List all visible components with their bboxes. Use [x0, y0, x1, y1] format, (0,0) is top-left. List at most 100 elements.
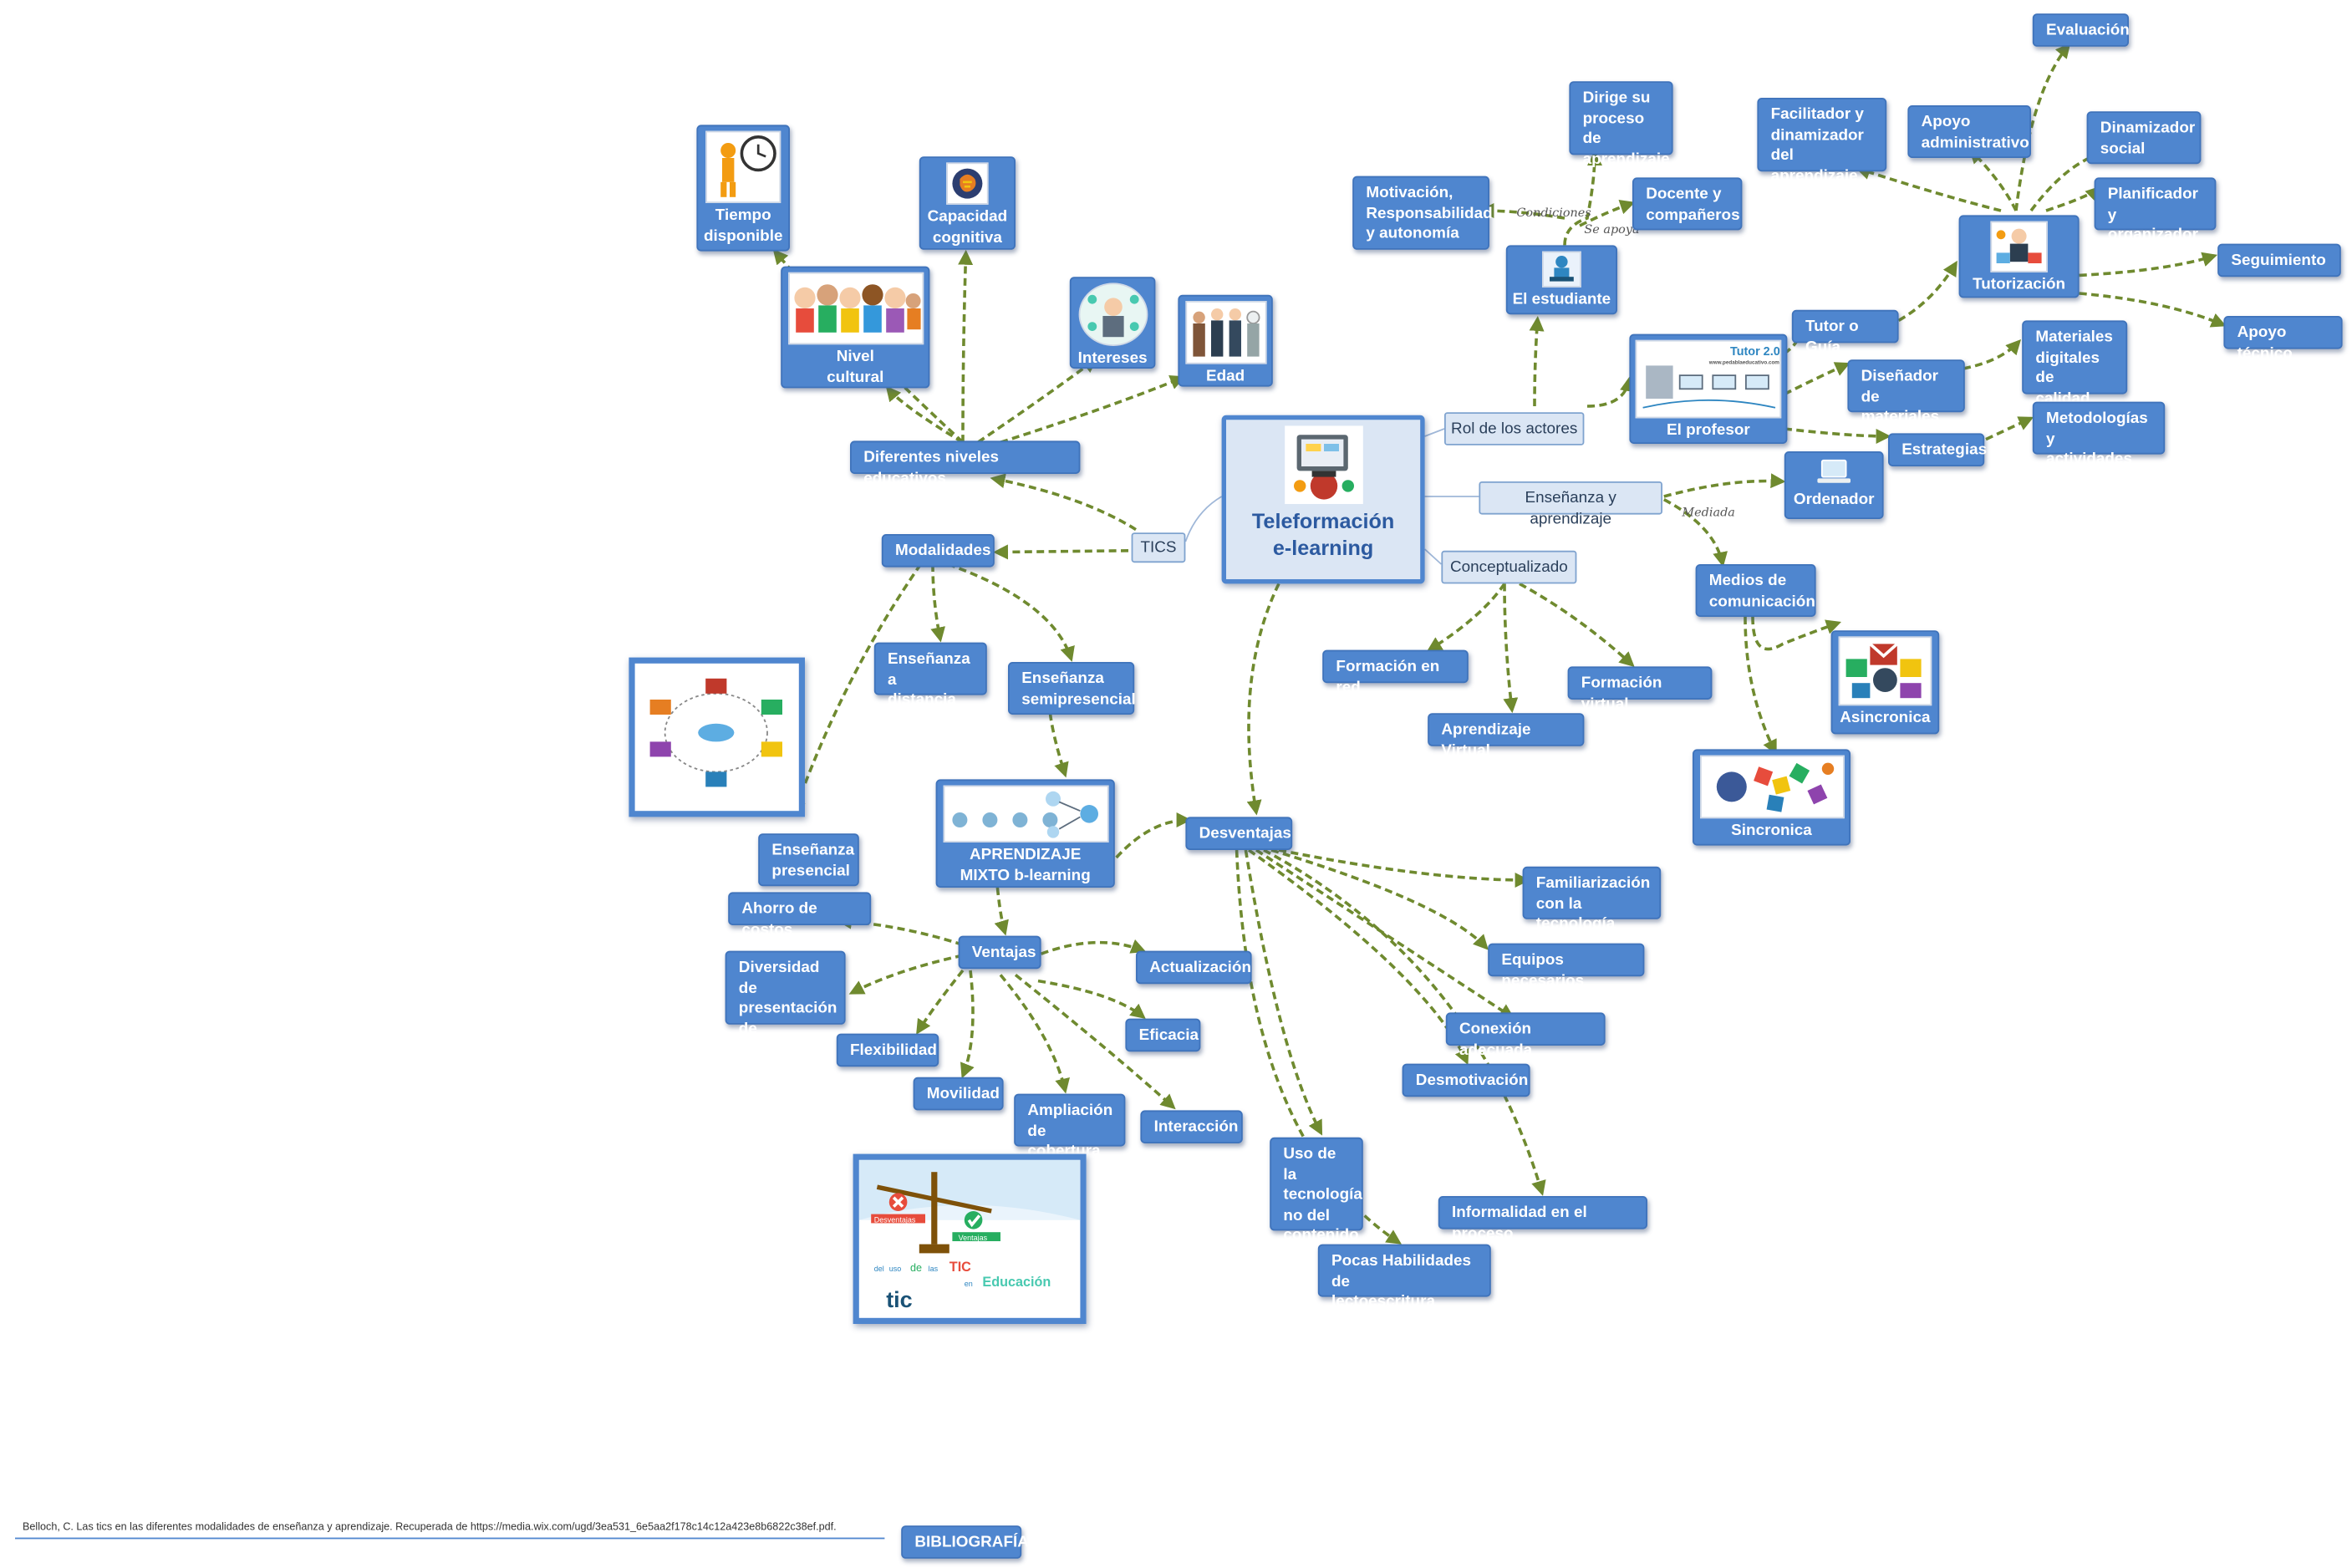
- planner-node[interactable]: Planificador y organizador: [2094, 177, 2217, 244]
- concept-virtual-learning[interactable]: Aprendizaje Virtual: [1428, 713, 1585, 759]
- support-label: Se apoya: [1584, 222, 1640, 237]
- advantages-node[interactable]: Ventajas: [958, 935, 1041, 970]
- branch-concept[interactable]: Conceptualizado: [1441, 550, 1577, 584]
- peers-line2: compañeros: [1646, 205, 1740, 224]
- student-node[interactable]: El estudiante: [1505, 245, 1617, 315]
- followup-node[interactable]: Seguimiento: [2217, 243, 2341, 277]
- distance-node[interactable]: Enseñanza a distancia: [873, 642, 987, 709]
- coverage-line1: Ampliación: [1027, 1101, 1113, 1120]
- motivation-node[interactable]: Motivación, Responsabilidad y autonomía: [1352, 176, 1493, 250]
- methods-line1: Metodologías y: [2046, 409, 2148, 448]
- sync-social-icon: [1699, 755, 1844, 819]
- sync-node[interactable]: Sincronica: [1693, 749, 1851, 846]
- bibliography-button[interactable]: BIBLIOGRAFÍA: [901, 1525, 1029, 1559]
- facilitator-node[interactable]: Facilitador y dinamizador del aprendizaj…: [1757, 98, 1887, 185]
- adv-costs[interactable]: Ahorro de costos: [728, 892, 872, 938]
- async-label: Asincronica: [1840, 708, 1931, 727]
- semi-line1: Enseñanza: [1021, 669, 1104, 688]
- media-node[interactable]: Medios de comunicación: [1695, 564, 1816, 617]
- dis-connection[interactable]: Conexión adecuada: [1445, 1012, 1606, 1058]
- dis-literacy[interactable]: Pocas Habilidades de lectoescritura: [1317, 1244, 1491, 1311]
- peers-line1: Docente y: [1646, 185, 1722, 203]
- diversity-line3: de contenidos: [738, 1019, 823, 1058]
- cultural-node[interactable]: Nivel cultural: [781, 266, 930, 389]
- tech-use-line1: Uso de la: [1283, 1144, 1336, 1184]
- illus-word-educacion: Educación: [982, 1275, 1051, 1290]
- peers-node[interactable]: Docente y compañeros: [1632, 177, 1743, 231]
- branch-roles[interactable]: Rol de los actores: [1444, 412, 1585, 445]
- e-learning-illustration: [1284, 425, 1362, 504]
- adv-mobility[interactable]: Movilidad: [913, 1077, 1004, 1111]
- concept-network[interactable]: Formación en red: [1322, 649, 1469, 696]
- methods-node[interactable]: Metodologías y actividades: [2032, 401, 2166, 468]
- modalities-node[interactable]: Modalidades: [881, 534, 995, 568]
- social-node[interactable]: Dinamizador social: [2086, 111, 2202, 165]
- materials-node[interactable]: Materiales digitales de calidad: [2022, 320, 2128, 407]
- cognitive-node[interactable]: Capacidad cognitiva: [919, 156, 1016, 250]
- tech-use-line3: no del: [1283, 1205, 1331, 1224]
- dis-demotivation[interactable]: Desmotivación: [1402, 1063, 1530, 1097]
- illus-adv: Ventajas: [959, 1234, 988, 1242]
- concept-virtual[interactable]: Formación virtual: [1567, 666, 1713, 712]
- tutoring-label: Tutorización: [1973, 275, 2066, 293]
- evaluation-node[interactable]: Evaluación: [2032, 13, 2130, 47]
- presencial-node[interactable]: Enseñanza presencial: [758, 833, 859, 887]
- admin-node[interactable]: Apoyo administrativo: [1907, 105, 2031, 158]
- tic-balance-image: Desventajas Ventajas del uso de las TIC …: [853, 1153, 1087, 1324]
- interests-node[interactable]: Intereses: [1069, 277, 1156, 369]
- dis-informality[interactable]: Informalidad en el proceso: [1438, 1196, 1647, 1242]
- facilitator-line3: del aprendizaje: [1770, 145, 1858, 185]
- children-group-icon: [787, 272, 924, 345]
- materials-line1: Materiales: [2035, 328, 2113, 346]
- interests-icon: [1077, 283, 1148, 346]
- admin-line1: Apoyo: [1921, 113, 1971, 131]
- sync-label: Sincronica: [1731, 821, 1812, 840]
- branch-teaching[interactable]: Enseñanza y aprendizaje: [1479, 481, 1662, 527]
- dis-tech-use[interactable]: Uso de la tecnología no del contenido: [1270, 1137, 1363, 1245]
- strategies-node[interactable]: Estrategias: [1888, 433, 1987, 466]
- semi-node[interactable]: Enseñanza semipresencial: [1008, 662, 1136, 715]
- adv-efficacy[interactable]: Eficacia: [1125, 1018, 1201, 1052]
- branch-tics[interactable]: TICS: [1131, 532, 1186, 563]
- designer-node[interactable]: Diseñador de materiales: [1847, 359, 1965, 425]
- cultural-line2: cultural: [827, 368, 884, 386]
- illus-word-las: las: [929, 1265, 939, 1273]
- facilitator-line1: Facilitador y: [1770, 105, 1864, 124]
- root-title-line1: Teleformación: [1251, 508, 1395, 533]
- directs-node[interactable]: Dirige su proceso de aprendizaje: [1569, 81, 1673, 168]
- social-line1: Dinamizador: [2100, 119, 2196, 137]
- tech-support-node[interactable]: Apoyo técnico: [2223, 316, 2343, 362]
- dis-equipment[interactable]: Equipos necesarios: [1488, 943, 1645, 990]
- blended-node[interactable]: APRENDIZAJE MIXTO b-learning: [935, 779, 1115, 888]
- adv-coverage[interactable]: Ampliación de cobertura: [1014, 1093, 1126, 1160]
- distance-line1: Enseñanza a: [888, 649, 970, 689]
- adv-diversity[interactable]: Diversidad de presentación de contenidos: [725, 950, 846, 1057]
- cognitive-line2: cognitiva: [932, 227, 1002, 247]
- tutor-banner-image: Tutor 2.0 www.pedablaeducativo.com: [1635, 339, 1782, 419]
- async-node[interactable]: Asincronica: [1830, 630, 1940, 735]
- blended-diagram-icon: [942, 785, 1108, 843]
- disadvantages-node[interactable]: Desventajas: [1185, 817, 1293, 850]
- adv-flex[interactable]: Flexibilidad: [836, 1033, 939, 1067]
- adv-interaction[interactable]: Interacción: [1140, 1110, 1243, 1143]
- time-node[interactable]: Tiempo disponible: [696, 125, 790, 252]
- adv-update[interactable]: Actualización: [1136, 950, 1252, 985]
- time-line2: disponible: [703, 226, 783, 245]
- interests-label: Intereses: [1077, 349, 1148, 368]
- age-node[interactable]: Edad: [1178, 294, 1273, 387]
- diversity-line1: Diversidad de: [738, 958, 820, 997]
- dis-familiar[interactable]: Familiarización con la tecnología: [1522, 866, 1662, 933]
- diversity-line2: presentación: [738, 999, 837, 1017]
- illus-word-del: del: [874, 1265, 884, 1273]
- guide-node[interactable]: Tutor o Guía: [1791, 309, 1899, 356]
- tutor-banner-url: www.pedablaeducativo.com: [1708, 360, 1779, 366]
- tutoring-node[interactable]: Tutorización: [1958, 215, 2080, 298]
- directs-line2: proceso de: [1582, 109, 1645, 148]
- root-node[interactable]: Teleformación e-learning: [1221, 415, 1425, 584]
- blended-line2: MIXTO b-learning: [960, 865, 1091, 884]
- directs-line3: aprendizaje: [1582, 150, 1670, 168]
- designer-line1: Diseñador de: [1861, 367, 1939, 406]
- computer-node[interactable]: Ordenador: [1784, 451, 1884, 519]
- teacher-node[interactable]: Tutor 2.0 www.pedablaeducativo.com El pr…: [1629, 333, 1788, 444]
- levels-node[interactable]: Diferentes niveles educativos: [850, 440, 1081, 486]
